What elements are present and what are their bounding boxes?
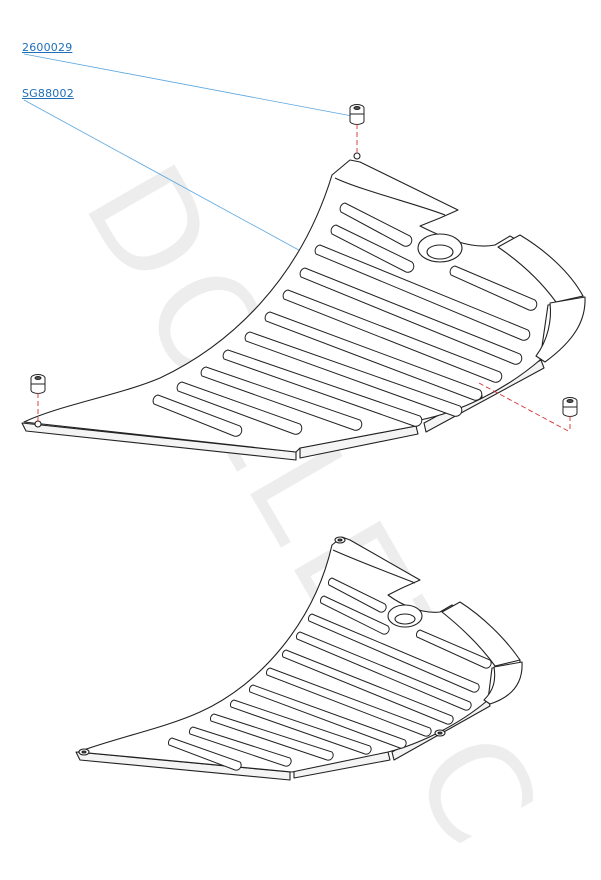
rubber-foot-left [30, 374, 46, 394]
part-link-sg88002[interactable]: SG88002 [22, 87, 74, 100]
rubber-foot-top [349, 104, 365, 125]
grid-bottom-slots [168, 577, 492, 771]
part-link-2600029[interactable]: 2600029 [22, 41, 73, 54]
leader-line-sg88002 [23, 99, 307, 255]
leader-line-2600029 [23, 53, 353, 117]
assembly-lines [37, 124, 571, 433]
diagram-canvas [21, 53, 586, 781]
exploded-diagram: DOLLETIC [21, 41, 586, 880]
grid-top-slots [152, 202, 538, 437]
grid-bottom [75, 536, 523, 781]
rubber-foot-right [562, 397, 578, 417]
grid-bottom-plate [77, 536, 521, 773]
